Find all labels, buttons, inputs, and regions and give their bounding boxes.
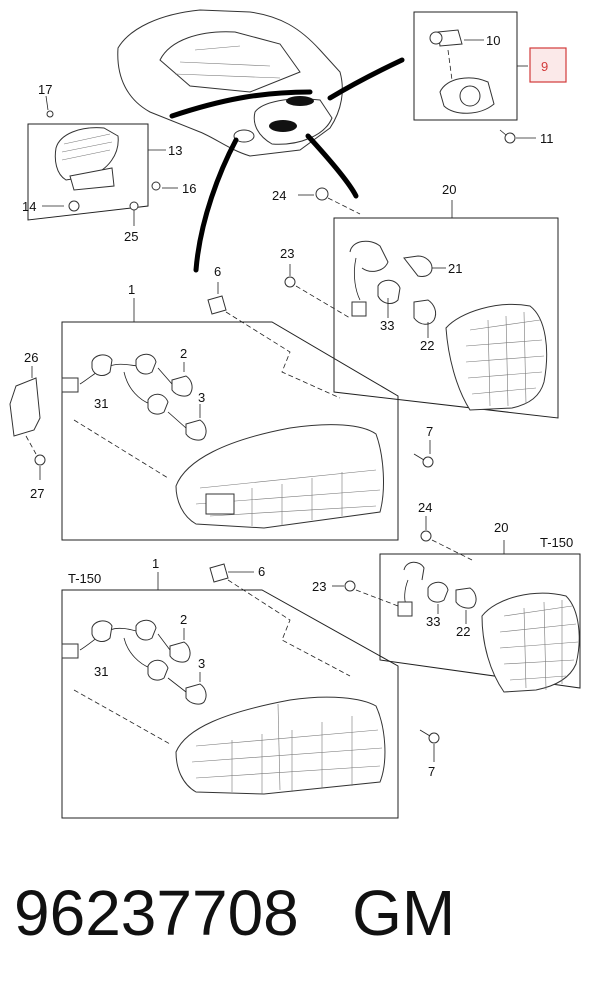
callout-23-upper: 23 <box>280 246 294 261</box>
callout-31-upper: 31 <box>94 396 108 411</box>
high-mount-lamp-box <box>27 95 178 226</box>
callout-2-upper: 2 <box>180 346 187 361</box>
bracket-26 <box>9 366 46 480</box>
callout-33-lower: 33 <box>426 614 440 629</box>
callout-20-lower: 20 <box>494 520 508 535</box>
callout-25: 25 <box>124 229 138 244</box>
screw-11 <box>499 129 536 144</box>
brand-name: GM <box>352 877 456 949</box>
callout-6-upper: 6 <box>214 264 221 279</box>
inner-lamp-box-lower <box>332 516 581 693</box>
part-number: 96237708 <box>14 877 299 949</box>
callout-26: 26 <box>24 350 38 365</box>
callout-23-lower: 23 <box>312 579 326 594</box>
callout-22-lower: 22 <box>456 624 470 639</box>
callout-6-lower: 6 <box>258 564 265 579</box>
tail-lamp-box-upper <box>61 282 434 541</box>
variant-label-t150-left: T-150 <box>68 571 101 586</box>
callout-14: 14 <box>22 199 36 214</box>
callout-33-upper: 33 <box>380 318 394 333</box>
callout-10: 10 <box>486 33 500 48</box>
highlighted-part-box-9 <box>529 47 567 83</box>
callout-3-upper: 3 <box>198 390 205 405</box>
callout-9: 9 <box>541 59 548 74</box>
callout-21: 21 <box>448 261 462 276</box>
part-number-footer: 96237708 GM <box>14 868 574 958</box>
callout-7-lower: 7 <box>428 764 435 779</box>
variant-label-t150-right: T-150 <box>540 535 573 550</box>
callout-3-lower: 3 <box>198 656 205 671</box>
callout-24-upper: 24 <box>272 188 286 203</box>
callout-7-upper: 7 <box>426 424 433 439</box>
callout-1-upper: 1 <box>128 282 135 297</box>
callout-13: 13 <box>168 143 182 158</box>
inner-lamp-box-upper <box>284 187 559 419</box>
callout-20-upper: 20 <box>442 182 456 197</box>
callout-16: 16 <box>182 181 196 196</box>
callout-1-lower: 1 <box>152 556 159 571</box>
car-illustration <box>117 9 405 273</box>
callout-22-upper: 22 <box>420 338 434 353</box>
tail-lamp-box-lower <box>61 563 440 819</box>
callout-27: 27 <box>30 486 44 501</box>
callout-17: 17 <box>38 82 52 97</box>
callout-2-lower: 2 <box>180 612 187 627</box>
bulb-socket-group-box <box>413 11 528 121</box>
callout-31-lower: 31 <box>94 664 108 679</box>
callout-11: 11 <box>540 131 554 146</box>
callout-24-lower: 24 <box>418 500 432 515</box>
